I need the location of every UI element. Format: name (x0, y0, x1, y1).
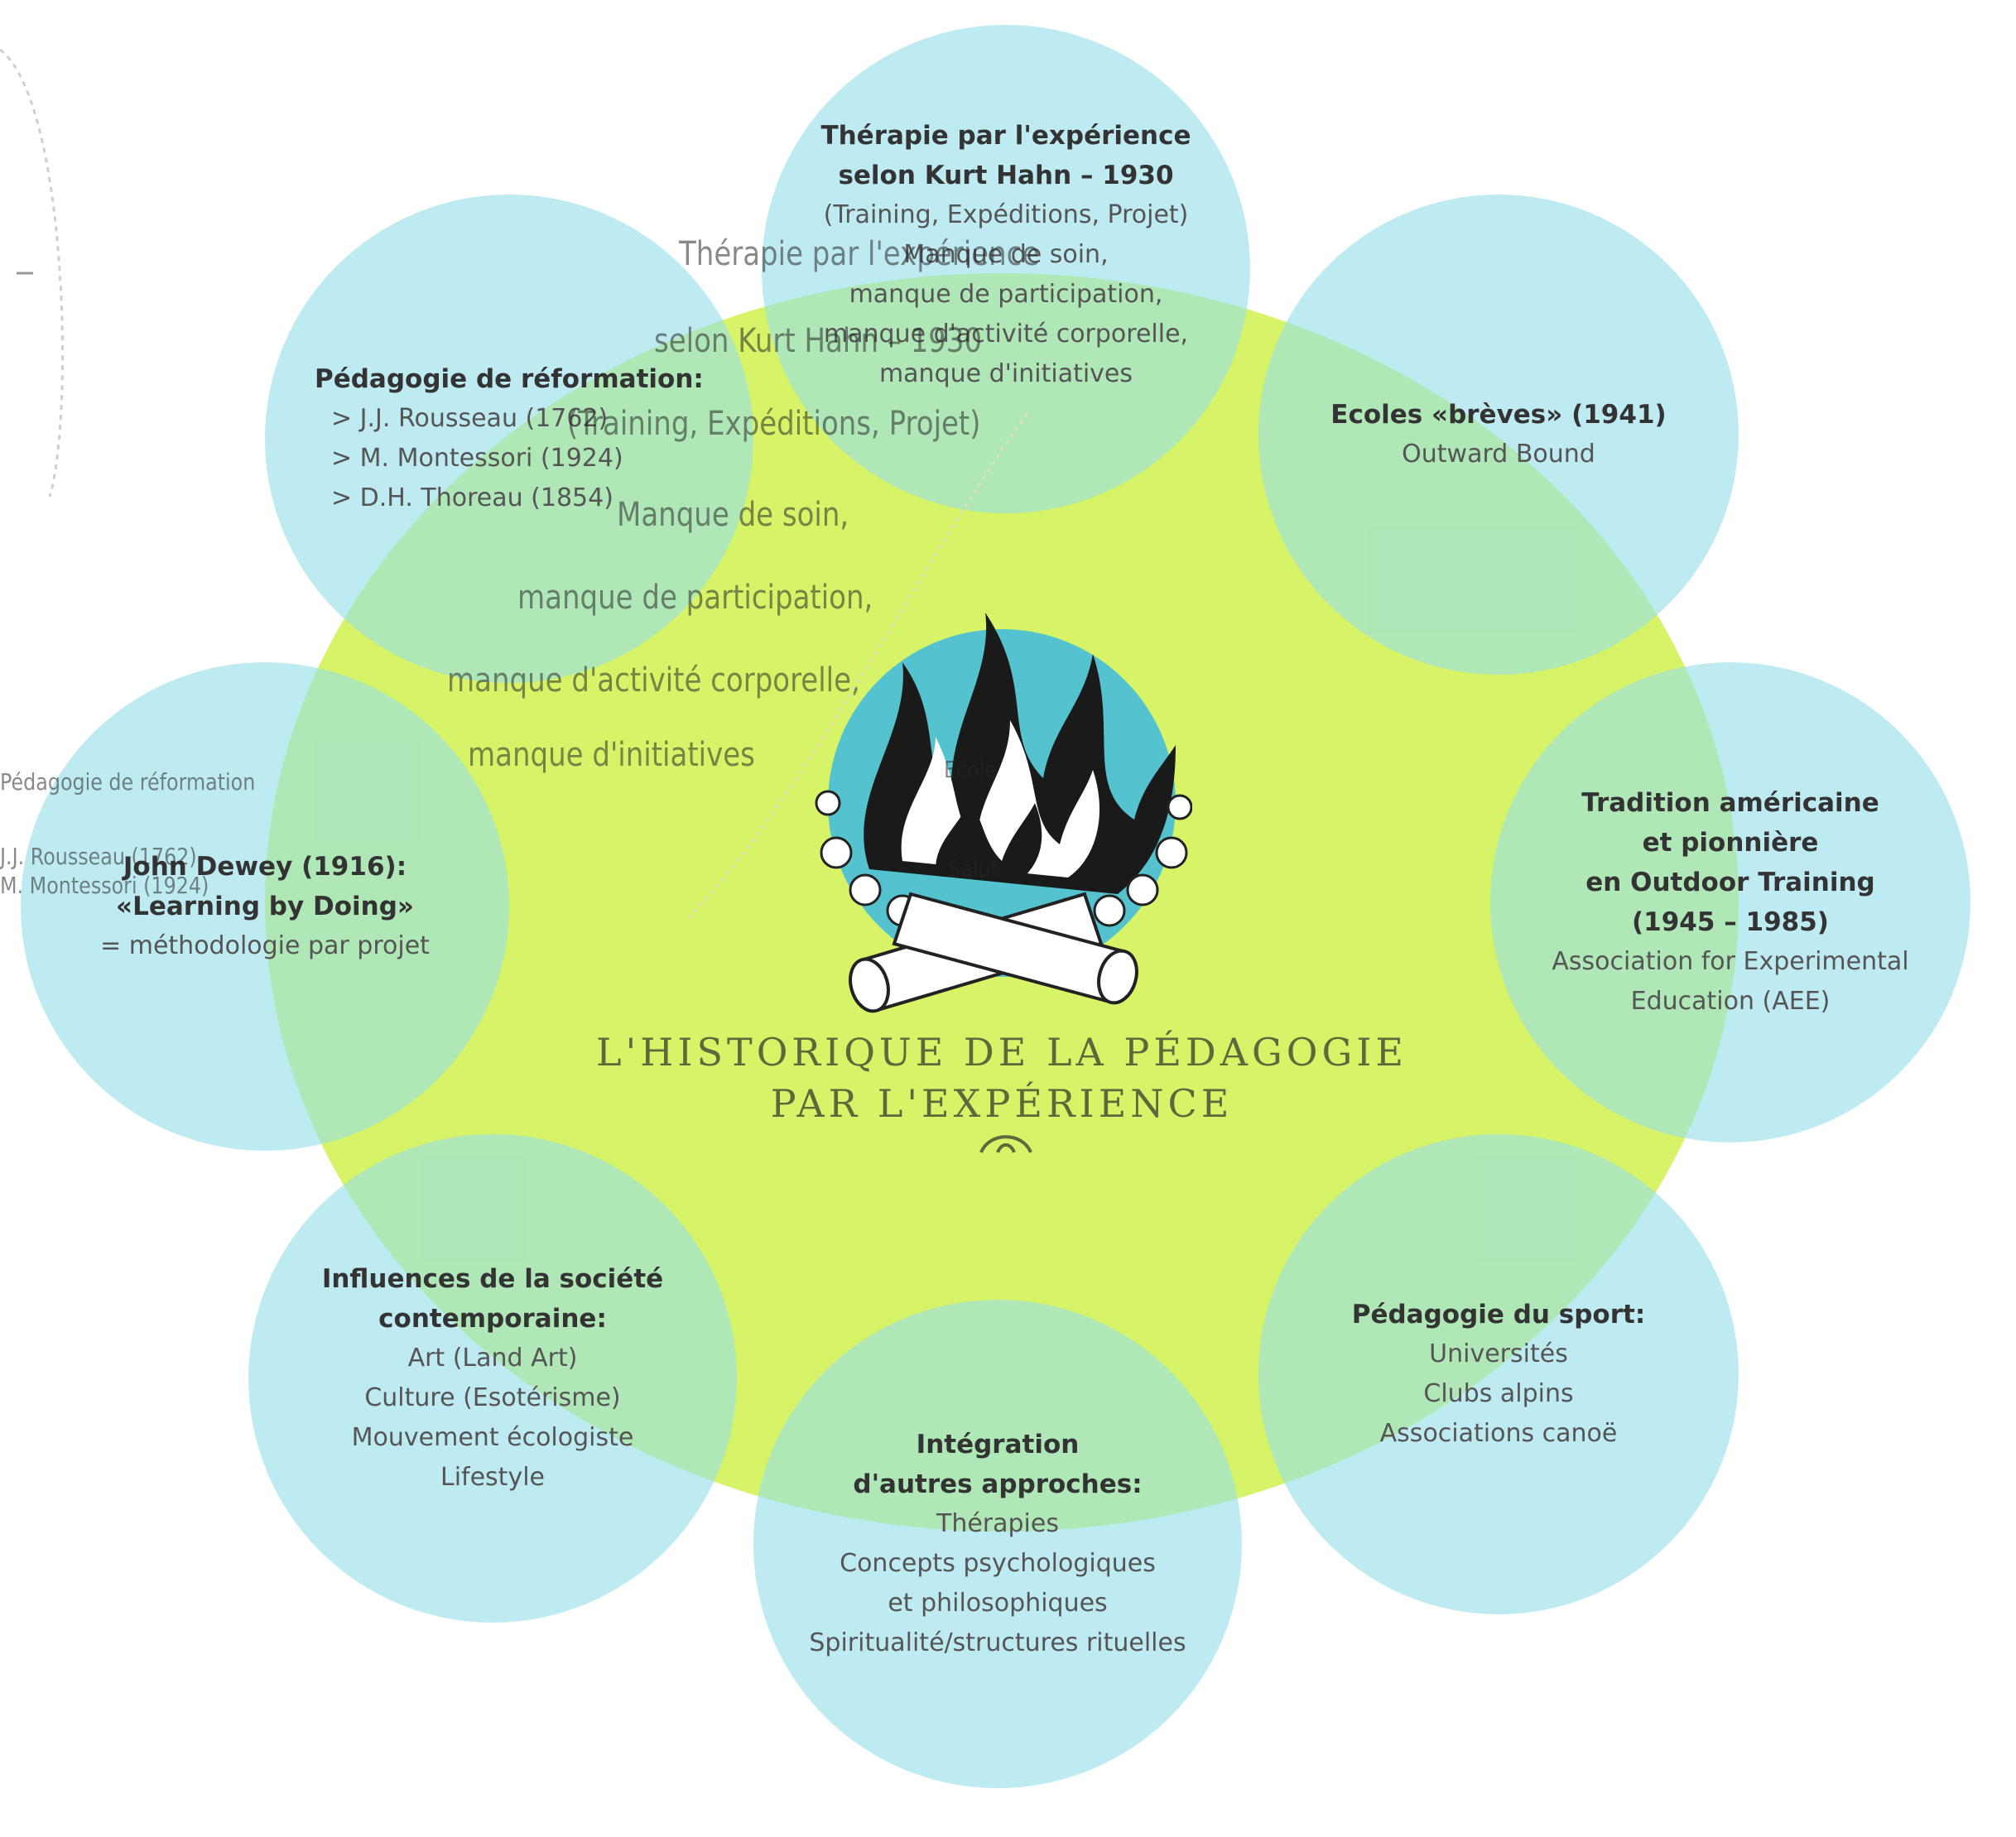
ghost-left-3: M. Montessori (1924) (0, 872, 209, 899)
bubble-ecoles-breves: Ecoles «brèves» (1941) Outward Bound (1258, 195, 1739, 675)
bubble-reformation: Pédagogie de réformation: > J.J. Roussea… (265, 195, 753, 683)
bubble-title: Ecoles «brèves» (1941) (1330, 400, 1667, 430)
bubble-line: Concepts psychologiques (840, 1549, 1156, 1578)
title-line-1: L'HISTORIQUE DE LA PÉDAGOGIE (596, 1030, 1407, 1075)
bubble-line: Culture (Esotérisme) (364, 1383, 621, 1412)
ornament-icon (979, 1135, 1032, 1153)
bubble-line: Manque de soin, (903, 240, 1109, 269)
bubble-title: Pédagogie du sport: (1351, 1300, 1646, 1330)
ghost-left-1: Pédagogie de réformation (0, 768, 256, 796)
bubble-line: et philosophiques (888, 1589, 1108, 1618)
bubble-line: Spiritualité/structures rituelles (809, 1628, 1186, 1657)
bubble-line: Clubs alpins (1423, 1379, 1574, 1408)
bubble-line: = méthodologie par projet (100, 931, 430, 960)
ghost-manque-3: manque d'activité corporelle, (447, 661, 860, 700)
bubble-pedagogie-sport: Pédagogie du sport: Universités Clubs al… (1258, 1134, 1739, 1614)
ghost-hahn-title-1: Thérapie par l'expérience (679, 235, 1040, 273)
bubble-title: Thérapie par l'expérience selon Kurt Hah… (820, 121, 1191, 190)
bubble-line: Education (AEE) (1630, 987, 1831, 1016)
bubble-line: Lifestyle (440, 1463, 545, 1492)
bubble-title: Influences de la société contemporaine: (321, 1264, 664, 1334)
bubble-line: Mouvement écologiste (351, 1423, 634, 1452)
bubble-title: Intégration d'autres approches: (853, 1430, 1143, 1499)
title-line-2: PAR L'EXPÉRIENCE (770, 1081, 1234, 1126)
bubble-line: (Training, Expéditions, Projet) (823, 200, 1189, 229)
ghost-center-1: Ecole (944, 756, 997, 783)
bubble-line: manque d'activité corporelle, (823, 320, 1189, 349)
bubble-integration: Intégration d'autres approches: Thérapie… (753, 1300, 1242, 1788)
bubble-line: Art (Land Art) (407, 1344, 578, 1373)
bubble-line: > J.J. Rousseau (1762) (331, 404, 609, 433)
bubble-line: Thérapies (936, 1509, 1059, 1538)
bubble-line: Outward Bound (1402, 440, 1595, 469)
bubble-title: Tradition américaine et pionnière en Out… (1581, 788, 1879, 937)
bubble-line: > D.H. Thoreau (1854) (331, 483, 613, 512)
bubble-line: Association for Experimental (1552, 947, 1909, 976)
bubble-john-dewey: John Dewey (1916): «Learning by Doing» =… (21, 662, 509, 1151)
bubble-title: John Dewey (1916): «Learning by Doing» (116, 852, 414, 921)
ghost-left-2: J.J. Rousseau (1762) (0, 843, 197, 870)
ghost-manque-2: manque de participation, (517, 579, 873, 617)
bubble-tradition-americaine: Tradition américaine et pionnière en Out… (1490, 662, 1970, 1142)
ghost-hahn-title-2: selon Kurt Hahn – 1930 (654, 322, 983, 360)
campfire-icon (815, 613, 1192, 1013)
bubble-kurt-hahn: Thérapie par l'expérience selon Kurt Hah… (762, 25, 1250, 513)
bubble-line: Universités (1429, 1339, 1568, 1368)
bubble-line: manque de participation, (849, 280, 1163, 309)
diagram-title: L'HISTORIQUE DE LA PÉDAGOGIE PAR L'EXPÉR… (513, 1027, 1490, 1129)
ghost-manque-1: Manque de soin, (617, 496, 849, 534)
ghost-center-2: Salut (948, 855, 998, 882)
ghost-manque-4: manque d'initiatives (468, 736, 755, 774)
bubble-line: > M. Montessori (1924) (331, 444, 623, 473)
bubble-line: manque d'initiatives (878, 359, 1133, 388)
bubble-line: Associations canoë (1379, 1419, 1618, 1448)
ghost-hahn-sub: (Training, Expéditions, Projet) (567, 405, 981, 443)
bubble-title: Pédagogie de réformation: (315, 364, 704, 394)
bubble-influences: Influences de la société contemporaine: … (248, 1134, 737, 1623)
